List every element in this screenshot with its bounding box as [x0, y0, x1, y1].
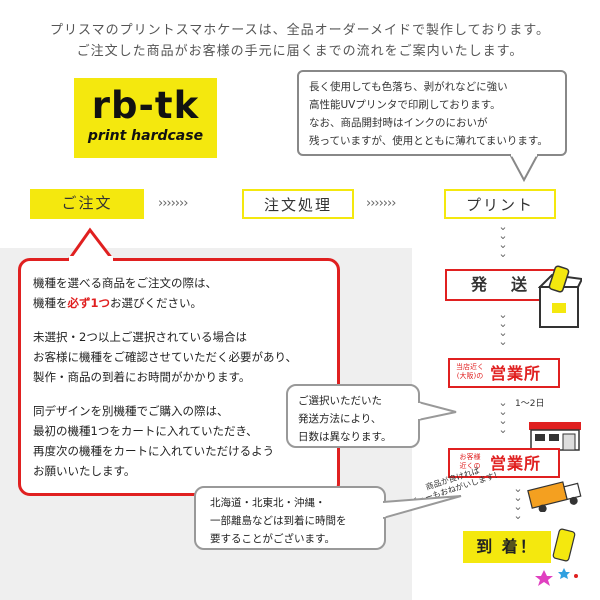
caution-text: 同デザインを別機種でご購入の際は、 — [33, 404, 229, 418]
office-tag-line: 当店近く — [456, 363, 484, 371]
shipping-label: 発 送 — [470, 275, 531, 294]
storefront-icon — [529, 422, 581, 451]
office-tag-line: お客様 — [459, 453, 481, 461]
package-icon — [538, 265, 582, 328]
office-label: 営業所 — [490, 454, 542, 473]
intro-line-1: プリスマのプリントスマホケースは、全品オーダーメイドで製作しております。 — [50, 23, 550, 38]
phone-sparkle-icon — [535, 528, 578, 586]
intro-line-2: ご注文した商品がお客様の手元に届くまでの流れをご案内いたします。 — [76, 44, 524, 59]
office-tag: 当店近く(大阪)の — [453, 363, 487, 381]
caution-paragraph-2: 未選択・2つ以上ご選択されている場合は お客様に機種をご確認させていただく必要が… — [33, 327, 325, 387]
step-processing: 注文処理 — [242, 189, 354, 219]
local-office-customer: お客様近くの 営業所 — [448, 448, 560, 478]
note-line: なお、商品開封時はインクのにおいが — [309, 117, 488, 129]
down-arrows: ⌄⌄⌄⌄ — [498, 220, 508, 260]
note-line: 発送方法により、 — [298, 413, 382, 425]
caution-text: お客様に機種をご確認させていただく必要があり、 — [33, 350, 298, 364]
caution-text: 機種を — [33, 296, 68, 310]
brand-logo: rb-tk print hardcase — [74, 78, 217, 158]
delivery-truck-icon — [527, 481, 582, 512]
caution-text: 最初の機種1つをカートに入れていただき、 — [33, 424, 258, 438]
note-line: 高性能UVプリンタで印刷しております。 — [309, 99, 501, 111]
bubble-pointer — [418, 400, 457, 422]
caution-text: 機種を選べる商品をご注文の際は、 — [33, 276, 217, 290]
shipping-method-note: ご選択いただいた 発送方法により、 日数は異なります。 — [286, 384, 420, 448]
print-quality-note: 長く使用しても色落ち、剥がれなどに強い 高性能UVプリンタで印刷しております。 … — [297, 70, 567, 156]
caution-text: お選びください。 — [110, 296, 203, 310]
office-tag-line: (大阪)の — [456, 372, 484, 380]
caution-paragraph-3: 同デザインを別機種でご購入の際は、 最初の機種1つをカートに入れていただき、 再… — [33, 401, 325, 481]
step-print: プリント — [444, 189, 556, 219]
flow-arrows: ››››››› — [158, 196, 188, 211]
emphasis-one-model: 必ず1つ — [67, 296, 111, 310]
pointer-joint — [69, 256, 113, 262]
flow-arrows: ››››››› — [366, 196, 396, 211]
note-line: 長く使用しても色落ち、剥がれなどに強い — [309, 81, 508, 93]
local-office-osaka: 当店近く(大阪)の 営業所 — [448, 358, 560, 388]
logo-tagline: print hardcase — [87, 128, 204, 144]
down-arrows: ⌄⌄⌄⌄ — [498, 396, 508, 436]
down-arrows: ⌄⌄⌄⌄ — [513, 482, 523, 522]
caution-text: 未選択・2つ以上ご選択されている場合は — [33, 330, 247, 344]
note-line: 北海道・北東北・沖縄・ — [210, 497, 326, 509]
bubble-pointer — [383, 495, 462, 520]
caution-text: お願いいたします。 — [33, 464, 136, 478]
model-selection-caution: 機種を選べる商品をご注文の際は、 機種を必ず1つお選びください。 未選択・2つ以… — [18, 258, 340, 496]
note-line: 一部離島などは到着に時間を — [210, 515, 347, 527]
office-tag: お客様近くの — [453, 453, 487, 471]
step-arrived: 到 着！ — [463, 531, 551, 563]
note-line: 要することがございます。 — [210, 533, 335, 545]
note-line: 残っていますが、使用とともに薄れてまいります。 — [309, 135, 548, 147]
caution-text: 製作・商品の到着にお時間がかかります。 — [33, 370, 251, 384]
logo-wordmark: rb-tk — [91, 84, 200, 127]
office-tag-line: 近くの — [459, 462, 481, 470]
note-pointer — [508, 154, 540, 183]
caution-text: 再度次の機種をカートに入れていただけるよう — [33, 444, 275, 458]
step-shipping: 発 送 — [445, 269, 557, 301]
transit-days: 1〜2日 — [515, 399, 545, 409]
intro-text: プリスマのプリントスマホケースは、全品オーダーメイドで製作しております。 ご注文… — [0, 20, 600, 62]
down-arrows: ⌄⌄⌄⌄ — [498, 308, 508, 348]
note-line: ご選択いただいた — [298, 395, 382, 407]
note-line: 日数は異なります。 — [298, 431, 392, 443]
remote-area-note: 北海道・北東北・沖縄・ 一部離島などは到着に時間を 要することがございます。 — [194, 486, 386, 550]
step-order: ご注文 — [30, 189, 144, 219]
office-label: 営業所 — [490, 364, 542, 383]
caution-paragraph-1: 機種を選べる商品をご注文の際は、 機種を必ず1つお選びください。 — [33, 273, 325, 313]
